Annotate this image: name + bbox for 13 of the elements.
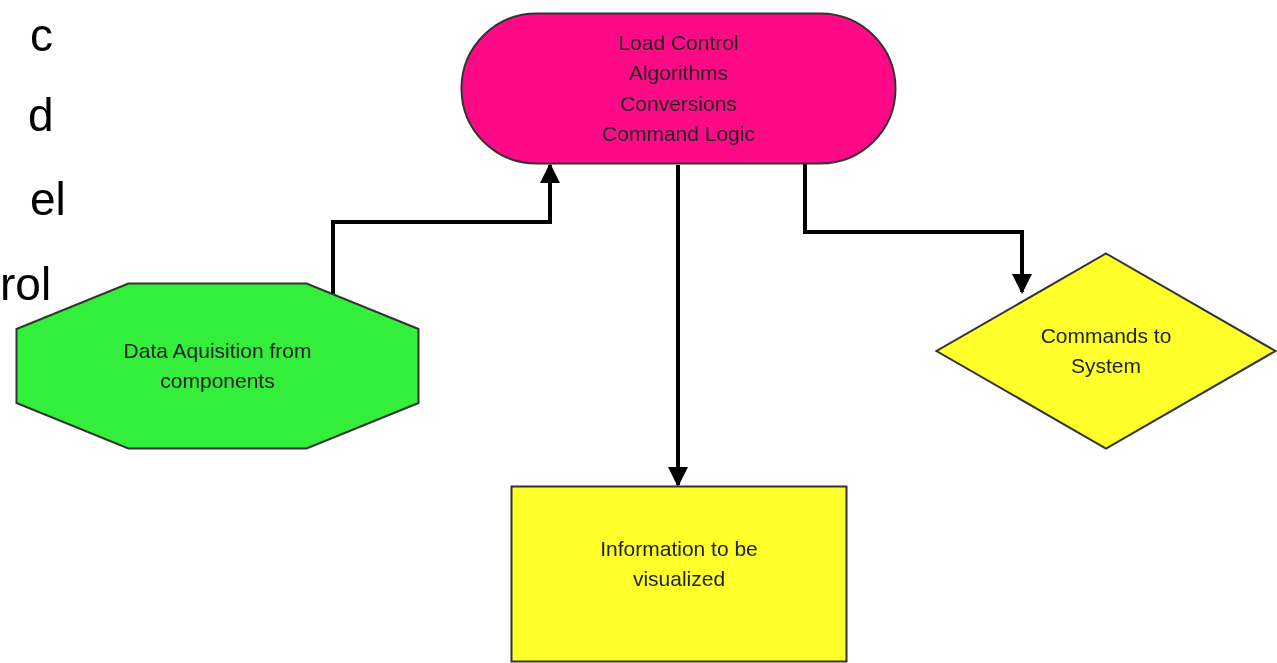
cropped-text: rol <box>0 257 52 311</box>
process-box <box>510 485 848 663</box>
decision-diamond <box>935 252 1277 450</box>
cropped-text: el <box>30 172 66 226</box>
arrow <box>803 163 1032 294</box>
node-label: Data Aquisition from components <box>122 337 313 394</box>
arrow <box>331 163 560 296</box>
node-label: Load Control Algorithms Conversions Command Logic <box>601 29 756 147</box>
cropped-text: c <box>30 8 53 62</box>
arrow <box>668 165 688 487</box>
cropped-text: d <box>28 88 54 142</box>
node-label: Commands to System <box>1039 322 1173 379</box>
node-label: Information to be visualized <box>599 535 759 592</box>
